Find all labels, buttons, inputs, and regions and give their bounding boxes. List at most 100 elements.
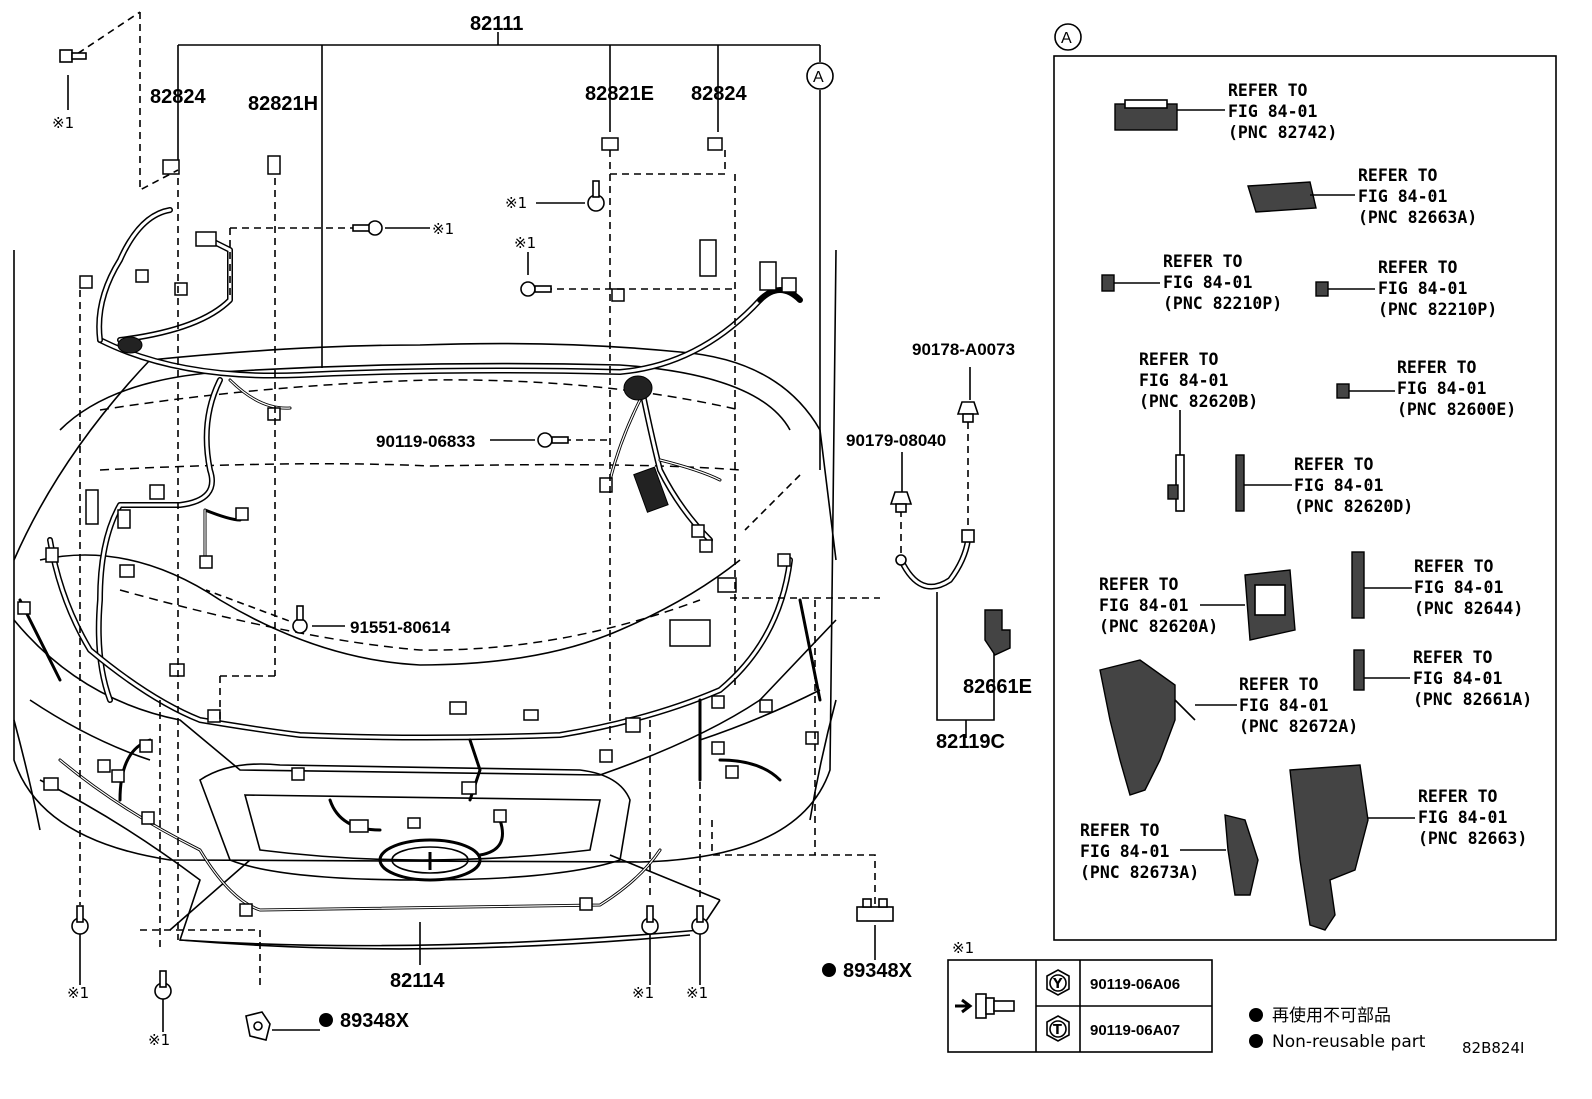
svg-text:FIG 84-01: FIG 84-01 xyxy=(1228,102,1317,121)
diagram-id: 82B824I xyxy=(1462,1039,1524,1057)
legend-en: Non-reusable part xyxy=(1272,1032,1426,1052)
detail-box-A: A REFER TO FIG 84-01 (PNC 8274 xyxy=(1053,23,1557,941)
svg-text:(PNC 82672A): (PNC 82672A) xyxy=(1239,717,1358,736)
label-89348X-left: 89348X xyxy=(340,1010,410,1032)
svg-text:FIG 84-01: FIG 84-01 xyxy=(1397,379,1486,398)
svg-text:REFER TO: REFER TO xyxy=(1239,675,1319,694)
mark-1: ※1 xyxy=(52,114,74,132)
svg-text:(PNC 82673A): (PNC 82673A) xyxy=(1080,863,1199,882)
legend: 再使用不可部品 Non-reusable part 82B824I xyxy=(1249,1005,1524,1057)
svg-text:REFER TO: REFER TO xyxy=(1080,821,1160,840)
hex-t-icon: T xyxy=(1046,1015,1070,1042)
svg-text:REFER TO: REFER TO xyxy=(1294,455,1374,474)
bolt-icon xyxy=(352,220,383,236)
mark-1: ※1 xyxy=(505,194,527,212)
svg-text:REFER TO: REFER TO xyxy=(1228,81,1308,100)
ref-82672A: REFER TO FIG 84-01 (PNC 82672A) xyxy=(1239,675,1358,736)
clip-icon xyxy=(889,491,913,513)
mark-1: ※1 xyxy=(148,1031,170,1049)
nut-icon xyxy=(956,401,980,423)
part-82663A-icon xyxy=(1247,181,1317,213)
ref-82620D: REFER TO FIG 84-01 (PNC 82620D) xyxy=(1294,455,1413,516)
svg-text:FIG 84-01: FIG 84-01 xyxy=(1294,476,1383,495)
car-body-outline xyxy=(13,249,837,950)
non-reusable-dot-icon xyxy=(319,1013,333,1027)
svg-text:(PNC 82644): (PNC 82644) xyxy=(1414,599,1523,618)
bolt-icon xyxy=(154,970,172,1000)
fastener-table: ※1 Y T 90119-06A06 90119-06A07 xyxy=(947,939,1213,1053)
label-82111: 82111 xyxy=(470,13,523,35)
bolt-icon xyxy=(520,281,552,297)
ref-82663A: REFER TO FIG 84-01 (PNC 82663A) xyxy=(1358,166,1477,227)
svg-text:FIG 84-01: FIG 84-01 xyxy=(1080,842,1169,861)
svg-text:FIG 84-01: FIG 84-01 xyxy=(1378,279,1467,298)
clamp-icon xyxy=(245,1011,271,1041)
svg-text:REFER TO: REFER TO xyxy=(1378,258,1458,277)
label-90178-A0073: 90178-A0073 xyxy=(912,340,1015,359)
leader-lines xyxy=(67,11,995,1032)
svg-text:Y: Y xyxy=(1052,977,1063,992)
bolt-icon xyxy=(641,905,659,935)
svg-text:REFER TO: REFER TO xyxy=(1413,648,1493,667)
bolt-icon xyxy=(691,905,709,935)
ref-82742: REFER TO FIG 84-01 (PNC 82742) xyxy=(1228,81,1337,142)
ref-82600E: REFER TO FIG 84-01 (PNC 82600E) xyxy=(1397,358,1516,419)
label-82114: 82114 xyxy=(390,970,445,992)
label-82661E: 82661E xyxy=(963,676,1032,698)
bolt-side-view-icon xyxy=(955,993,1015,1019)
label-82119C: 82119C xyxy=(936,731,1005,753)
part-82663-icon xyxy=(1289,764,1369,931)
ref-82673A: REFER TO FIG 84-01 (PNC 82673A) xyxy=(1080,821,1199,882)
svg-text:FIG 84-01: FIG 84-01 xyxy=(1418,808,1507,827)
svg-text:(PNC 82210P): (PNC 82210P) xyxy=(1378,300,1497,319)
svg-text:REFER TO: REFER TO xyxy=(1397,358,1477,377)
label-90119-06833: 90119-06833 xyxy=(376,432,475,451)
svg-text:REFER TO: REFER TO xyxy=(1358,166,1438,185)
table-header: ※1 xyxy=(952,939,974,957)
hex-y-icon: Y xyxy=(1046,969,1070,996)
part-82742-icon xyxy=(1114,99,1178,131)
part-82620A-icon xyxy=(1244,569,1296,641)
svg-text:REFER TO: REFER TO xyxy=(1414,557,1494,576)
svg-text:REFER TO: REFER TO xyxy=(1099,575,1179,594)
svg-text:(PNC 82620B): (PNC 82620B) xyxy=(1139,392,1258,411)
svg-text:FIG 84-01: FIG 84-01 xyxy=(1239,696,1328,715)
part-82644-icon xyxy=(1351,551,1365,619)
table-code-2: 90119-06A07 xyxy=(1090,1022,1180,1039)
svg-text:REFER TO: REFER TO xyxy=(1139,350,1219,369)
bolt-icon xyxy=(59,49,87,63)
ref-82210P-b: REFER TO FIG 84-01 (PNC 82210P) xyxy=(1378,258,1497,319)
part-82672A-icon xyxy=(1099,659,1196,796)
bolt-icon xyxy=(537,432,569,448)
part-82600E-icon xyxy=(1336,383,1350,399)
callout-A-label: A xyxy=(813,69,824,86)
mark-1: ※1 xyxy=(686,984,708,1002)
svg-text:(PNC 82210P): (PNC 82210P) xyxy=(1163,294,1282,313)
part-82210P-icon xyxy=(1315,281,1329,297)
svg-text:FIG 84-01: FIG 84-01 xyxy=(1358,187,1447,206)
svg-text:(PNC 82620A): (PNC 82620A) xyxy=(1099,617,1218,636)
svg-text:FIG 84-01: FIG 84-01 xyxy=(1163,273,1252,292)
bolt-icon xyxy=(292,605,308,634)
svg-text:(PNC 82661A): (PNC 82661A) xyxy=(1413,690,1532,709)
ref-82210P-a: REFER TO FIG 84-01 (PNC 82210P) xyxy=(1163,252,1282,313)
ref-82644: REFER TO FIG 84-01 (PNC 82644) xyxy=(1414,557,1523,618)
ref-82663: REFER TO FIG 84-01 (PNC 82663) xyxy=(1418,787,1527,848)
ref-82620A: REFER TO FIG 84-01 (PNC 82620A) xyxy=(1099,575,1218,636)
part-82620D-icon xyxy=(1235,454,1245,512)
box-A-label: A xyxy=(1061,30,1072,47)
svg-text:FIG 84-01: FIG 84-01 xyxy=(1099,596,1188,615)
non-reusable-dot-icon xyxy=(1249,1034,1263,1048)
label-82821H: 82821H xyxy=(248,93,318,115)
mark-1: ※1 xyxy=(67,984,89,1002)
svg-text:REFER TO: REFER TO xyxy=(1163,252,1243,271)
svg-text:(PNC 82663A): (PNC 82663A) xyxy=(1358,208,1477,227)
svg-text:REFER TO: REFER TO xyxy=(1418,787,1498,806)
ref-82661A: REFER TO FIG 84-01 (PNC 82661A) xyxy=(1413,648,1532,709)
svg-text:FIG 84-01: FIG 84-01 xyxy=(1413,669,1502,688)
bolt-icon xyxy=(71,905,89,935)
part-82661A-icon xyxy=(1353,649,1365,691)
label-82824-right: 82824 xyxy=(691,83,747,105)
label-82824-left: 82824 xyxy=(150,86,206,108)
